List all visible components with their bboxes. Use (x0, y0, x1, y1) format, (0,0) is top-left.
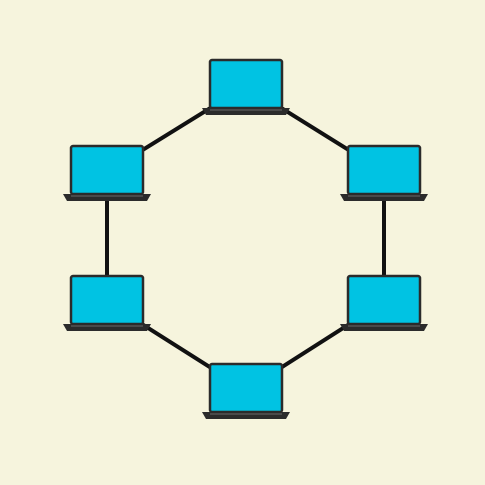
laptop-icon (340, 144, 428, 201)
laptop-nodes (63, 58, 428, 419)
laptop-base-highlight (348, 195, 420, 197)
laptop-screen (208, 58, 284, 110)
laptop-base-highlight (71, 195, 143, 197)
laptop-icon (202, 58, 290, 115)
laptop-screen (346, 274, 422, 326)
laptop-screen (208, 362, 284, 414)
laptop-screen (69, 144, 145, 196)
laptop-icon (63, 144, 151, 201)
laptop-base-highlight (348, 325, 420, 327)
laptop-screen (69, 274, 145, 326)
laptop-icon (340, 274, 428, 331)
laptop-base-highlight (210, 413, 282, 415)
laptop-icon (202, 362, 290, 419)
laptop-icon (63, 274, 151, 331)
laptop-base-highlight (71, 325, 143, 327)
laptop-screen (346, 144, 422, 196)
laptop-base-highlight (210, 109, 282, 111)
